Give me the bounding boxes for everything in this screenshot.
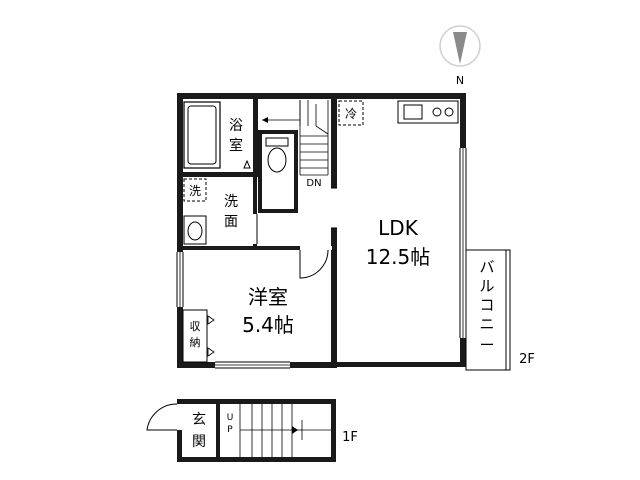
washroom-door[interactable] <box>253 214 258 244</box>
stove-burner-icon <box>444 107 454 117</box>
fridge-spot: 冷 <box>338 100 364 126</box>
floor-label-2f: 2F <box>519 352 535 367</box>
storage-label-2: 納 <box>190 336 201 349</box>
ldk-door-gap <box>331 188 337 228</box>
stair-arrow-icon <box>262 117 268 123</box>
stove-burner-icon <box>432 107 442 117</box>
bathtub <box>183 101 221 169</box>
western-bottom-window <box>215 361 290 369</box>
entrance-label-2: 関 <box>192 434 206 450</box>
compass-north-label: N <box>456 74 464 87</box>
balcony-label-1: バ <box>479 258 494 276</box>
ldk-size: 12.5帖 <box>366 245 431 269</box>
compass: N <box>439 25 481 87</box>
entrance-label-1: 玄 <box>192 411 206 428</box>
floor-label-1f: 1F <box>342 430 358 445</box>
bath-label-1: 浴 <box>229 118 243 134</box>
balcony-label-5: ー <box>479 336 494 354</box>
stairs-up-label-1: U <box>227 413 234 423</box>
western-room-name: 洋室 <box>248 285 288 309</box>
balcony-label-3: コ <box>479 296 494 314</box>
bath-label-2: 室 <box>229 137 243 154</box>
western-door[interactable] <box>299 246 332 279</box>
entrance-area-1f <box>146 399 336 462</box>
washroom-label-1: 洗 <box>224 194 238 210</box>
balcony <box>465 249 511 371</box>
faucet-icon <box>243 159 251 169</box>
western-room-size: 5.4帖 <box>242 313 294 337</box>
storage-label-1: 収 <box>190 320 201 333</box>
toilet <box>265 137 289 173</box>
stairs-down-label: DN <box>306 178 321 189</box>
fridge-label: 冷 <box>345 107 357 121</box>
stairs-up-label-2: P <box>227 425 233 435</box>
washroom-label-2: 面 <box>224 214 238 230</box>
washbasin <box>183 215 207 245</box>
balcony-label-2: ル <box>479 277 494 295</box>
ldk-window <box>459 148 467 338</box>
ldk-name: LDK <box>378 216 419 240</box>
kitchen-counter <box>397 100 459 124</box>
compass-needle-icon <box>453 32 467 64</box>
interior-walls <box>177 93 337 368</box>
washer-spot: 洗 <box>183 178 207 202</box>
washer-label: 洗 <box>189 184 201 198</box>
storage-closet <box>182 309 215 363</box>
stairs-2f <box>260 100 329 176</box>
stair-up-arrow-icon <box>292 426 298 434</box>
western-window <box>176 252 184 307</box>
balcony-label-4: ニ <box>479 315 494 333</box>
